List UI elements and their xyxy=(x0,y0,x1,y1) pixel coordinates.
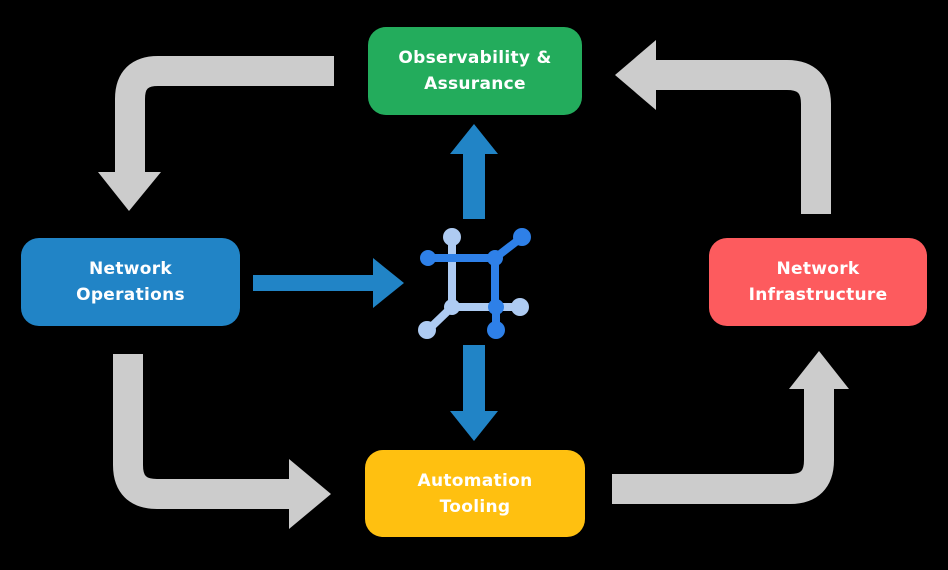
arrowhead-right-icon xyxy=(289,459,331,529)
node-network-infrastructure: Network Infrastructure xyxy=(709,238,927,326)
node-observability-assurance: Observability & Assurance xyxy=(368,27,582,115)
node-infrastructure-label: Network Infrastructure xyxy=(748,259,888,305)
arrowhead-left-icon xyxy=(615,40,656,110)
node-automation-tooling: Automation Tooling xyxy=(365,450,585,537)
cycle-arrow-infrastructure-to-observability xyxy=(656,60,831,214)
flow-arrowhead-right-icon xyxy=(373,258,404,308)
network-mesh-icon xyxy=(418,228,531,339)
flow-arrow-shafts xyxy=(253,153,485,412)
cycle-arrow-shafts xyxy=(113,56,834,509)
node-network-operations: Network Operations xyxy=(21,238,240,326)
cycle-arrow-heads xyxy=(98,40,849,529)
node-automation-label: Automation Tooling xyxy=(417,470,533,517)
cycle-arrow-observability-to-operations xyxy=(115,56,334,174)
flow-arrow-heads xyxy=(373,124,498,441)
node-observability-label: Observability & Assurance xyxy=(398,48,552,94)
cycle-arrow-automation-to-infrastructure xyxy=(612,389,834,504)
flow-arrowhead-down-icon xyxy=(450,411,498,441)
flow-arrowhead-up-icon xyxy=(450,124,498,154)
arrowhead-down-icon xyxy=(98,172,161,211)
network-mesh-light-dots xyxy=(418,228,529,339)
network-mesh-dark-dots xyxy=(420,228,531,339)
arrowhead-up-icon xyxy=(789,351,849,389)
cycle-arrow-operations-to-automation xyxy=(113,354,290,509)
node-operations-label: Network Operations xyxy=(76,259,185,305)
